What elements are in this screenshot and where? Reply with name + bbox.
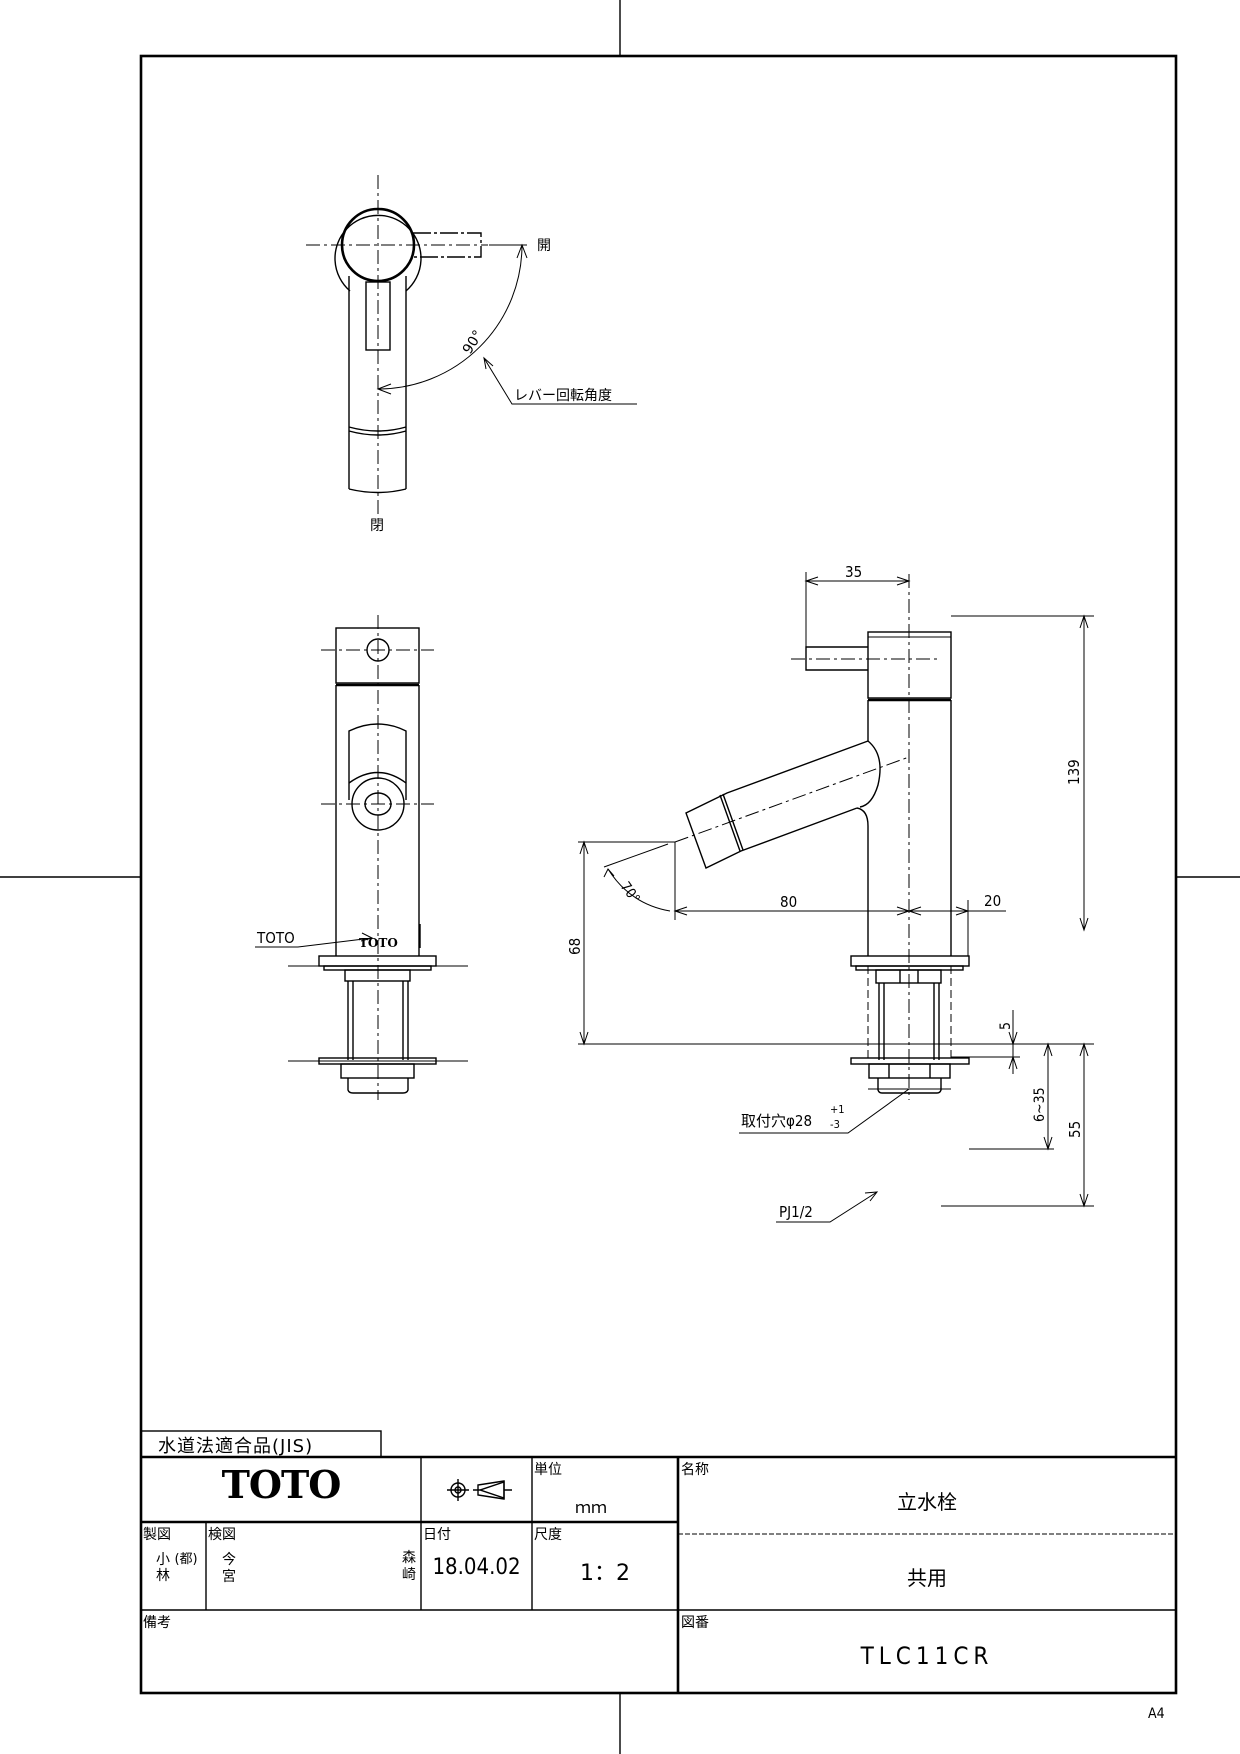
drafter-name: 小林 (都) <box>156 1552 200 1584</box>
scale-value: 1：2 <box>580 1561 630 1586</box>
side-view: 35 139 80 20 70° 68 <box>566 563 1094 1223</box>
name-value: 立水栓 <box>897 1490 957 1514</box>
open-label: 開 <box>537 238 551 254</box>
drawing-no-label: 図番 <box>681 1615 709 1631</box>
dim-5: 5 <box>998 1022 1014 1030</box>
mount-hole-label: 取付穴φ28 <box>741 1112 812 1130</box>
unit-value: ｍｍ <box>575 1498 608 1517</box>
top-view: 90° レバー回転角度 開 閉 <box>306 175 637 534</box>
dim-6-35: 6~35 <box>1032 1087 1048 1122</box>
checker-name-2: 森崎 <box>402 1550 416 1583</box>
mount-hole-tol-plus: +1 <box>830 1103 845 1116</box>
brand-callout-label: TOTO <box>256 929 295 947</box>
compliance-label: 水道法適合品(JIS) <box>158 1436 314 1457</box>
closed-label: 閉 <box>370 518 384 534</box>
date-value: 18.04.02 <box>432 1555 521 1580</box>
mount-hole-tol-minus: -3 <box>830 1118 840 1131</box>
dim-20: 20 <box>984 892 1001 910</box>
third-angle-projection-icon <box>447 1479 512 1501</box>
sub-name-value: 共用 <box>907 1566 947 1590</box>
drafter-name-1: 小林 <box>156 1552 170 1584</box>
scale-label: 尺度 <box>534 1527 562 1543</box>
checker-label: 検図 <box>208 1527 236 1543</box>
title-block-grid <box>140 1430 1176 1693</box>
lever-rotation-label: レバー回転角度 <box>514 388 612 404</box>
name-label: 名称 <box>681 1462 709 1478</box>
company-logo: TOTO <box>221 1462 342 1507</box>
dim-35: 35 <box>845 563 862 581</box>
checker-name-1: 今宮 <box>222 1552 236 1585</box>
dim-68: 68 <box>566 938 584 955</box>
drafter-label: 製図 <box>143 1527 171 1543</box>
dim-70-degrees: 70° <box>617 879 643 906</box>
drafter-name-2: (都) <box>174 1552 198 1567</box>
dim-139: 139 <box>1065 759 1083 785</box>
thread-label: PJ1/2 <box>779 1203 813 1221</box>
dim-80: 80 <box>780 893 797 911</box>
front-brand-mark: TOTO <box>359 936 398 950</box>
angle-90-label: 90° <box>460 328 487 358</box>
paper-size-label: A4 <box>1148 1706 1165 1722</box>
date-label: 日付 <box>423 1527 451 1543</box>
drawing-no-value: TLC11CR <box>860 1642 994 1670</box>
unit-label: 単位 <box>534 1462 562 1478</box>
dim-55: 55 <box>1066 1121 1084 1138</box>
remarks-label: 備考 <box>143 1615 171 1631</box>
front-view: TOTO TOTO <box>255 615 468 1100</box>
